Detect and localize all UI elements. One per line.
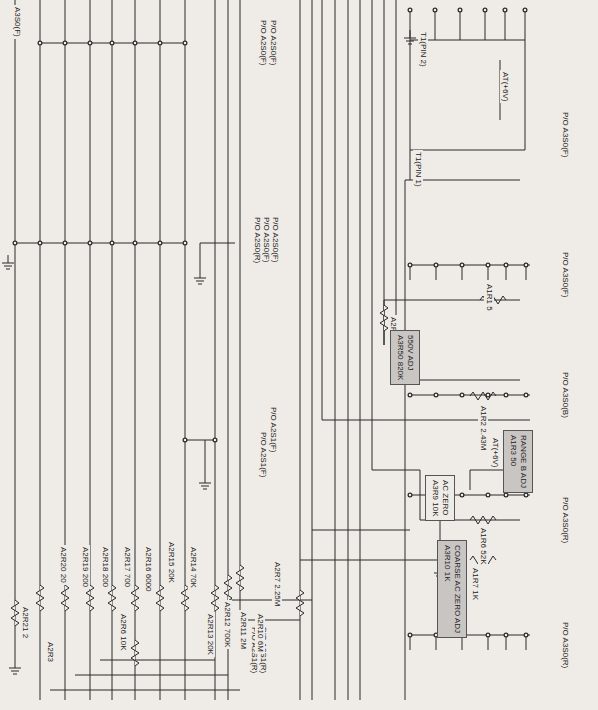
resistor-symbol (36, 585, 44, 611)
resistor-symbol (236, 565, 244, 591)
component-label: A2R18 200 (100, 545, 110, 589)
ground-symbol (404, 30, 416, 44)
ground-symbol (2, 255, 14, 269)
resistor-symbol (224, 575, 232, 601)
component-label: A2R21 2 (20, 605, 30, 640)
box-line: 550V ADJ (405, 335, 415, 380)
ground-symbol (9, 660, 21, 674)
resistor-symbol (211, 585, 219, 611)
component-label: P/O A2S0(R) (252, 215, 262, 265)
component-label: A2R3 (45, 640, 55, 664)
component-label: P/O A2S0(F) (261, 215, 271, 264)
resistor-symbol (470, 516, 496, 524)
box-line: A3R10 1K (442, 545, 452, 633)
ground-symbols (2, 30, 446, 674)
adjust-highlight-box: COARSE AC ZERO ADJA3R10 1K (437, 540, 467, 638)
box-text: AC ZEROA3R9 10K (430, 480, 450, 516)
resistor-symbol (380, 305, 388, 331)
component-label: P/O A2S0(F) (270, 215, 280, 264)
box-line: A1R3 50 (508, 435, 518, 488)
component-label: P/O A3S0(R) (560, 620, 570, 670)
box-line: AC ZERO (440, 480, 450, 516)
resistor-symbol (11, 600, 19, 626)
component-label: A2R13 20K (205, 612, 215, 657)
box-line: A3R9 10K (430, 480, 440, 516)
component-label: A2R7 2.25M (272, 560, 282, 608)
component-label: A1R6 52K (478, 526, 488, 566)
component-label: A2R11 2M (238, 610, 248, 651)
box-text: 550V ADJA3R50 820K (395, 335, 415, 380)
component-label: P/O A2S1(F) (258, 430, 268, 479)
resistor-symbol (470, 392, 496, 400)
adjust-highlight-box: RANGE B ADJA1R3 50 (503, 430, 533, 493)
box-line: A3R50 820K (395, 335, 405, 380)
component-label: A3S0(F) (12, 5, 22, 39)
component-label: A2R16 6000 (143, 545, 153, 593)
component-label: A2R17 700 (122, 545, 132, 589)
resistor-symbol (156, 585, 164, 611)
component-label: A1R1 5 (484, 282, 494, 313)
adjust-highlight-box: 550V ADJA3R50 820K (390, 330, 420, 385)
terminal-rows (410, 265, 530, 650)
component-label: P/O A2S0(F) (258, 18, 268, 67)
adjust-box: AC ZEROA3R9 10K (425, 475, 455, 521)
component-label: P/O A3S0(F) (560, 250, 570, 299)
component-label: AT(+6V) (490, 436, 500, 469)
resistor-symbol (131, 585, 139, 611)
component-label: A2R20 20 (58, 545, 68, 585)
component-label: T1(PIN 2) (418, 30, 428, 69)
component-label: P/O A3S0(F) (560, 110, 570, 159)
component-label: A2R14 70K (188, 545, 198, 590)
component-label: AT(+6V) (500, 70, 510, 103)
box-text: COARSE AC ZERO ADJA3R10 1K (442, 545, 462, 633)
component-label: P/O A3S0(R) (560, 495, 570, 545)
component-label: A1R2 2.43M (478, 404, 488, 452)
resistor-symbols (11, 296, 506, 666)
box-line: RANGE B ADJ (518, 435, 528, 488)
box-line: COARSE AC ZERO ADJ (452, 545, 462, 633)
component-label: A2R6 10K (118, 612, 128, 652)
component-label: A2R15 20K (166, 540, 176, 585)
component-label: A2R12 700K (222, 600, 232, 649)
component-label: T1(PIN 1) (413, 150, 423, 189)
component-label: A2R19 200 (80, 545, 90, 589)
component-label: P/O A3S0(B) (560, 370, 570, 420)
component-label: A2R10 6M (255, 612, 265, 654)
component-label: P/O A2S1(F) (268, 405, 278, 454)
box-text: RANGE B ADJA1R3 50 (508, 435, 528, 488)
component-label: P/O A2S0(F) (268, 18, 278, 67)
resistor-symbol (131, 640, 139, 666)
resistor-symbol (61, 585, 69, 611)
bus-wires (15, 0, 405, 700)
ground-symbol (199, 475, 211, 489)
cross-wires (15, 10, 530, 690)
ground-symbol (194, 270, 206, 284)
resistor-symbol (296, 590, 304, 616)
component-label: A1R7 1K (470, 566, 480, 602)
